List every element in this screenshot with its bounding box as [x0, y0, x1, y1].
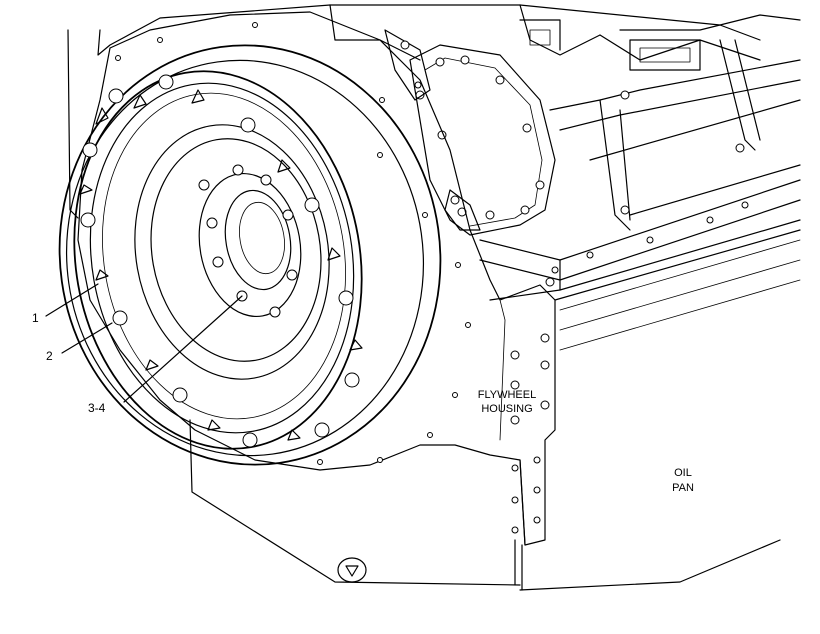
- engine-block: [67, 4, 801, 351]
- callout-3-4: 3-4: [88, 401, 106, 415]
- callout-1: 1: [32, 311, 39, 325]
- flywheel-hub-bolts: [198, 164, 298, 318]
- flywheel-rim-bolts: [79, 74, 363, 448]
- leader-1: [45, 283, 99, 317]
- flywheel-housing-label-line2: HOUSING: [481, 403, 532, 415]
- flywheel-housing-label-line1: FLYWHEEL: [478, 389, 536, 401]
- flywheel-housing: [77, 11, 556, 546]
- leader-3-4: [123, 295, 243, 403]
- oil-pan-label-line1: OIL: [674, 467, 692, 479]
- timing-cover: [384, 29, 556, 236]
- oil-pan-label-line2: PAN: [672, 482, 694, 494]
- callout-2: 2: [46, 349, 53, 363]
- oil-pan: [189, 419, 781, 591]
- flywheel-assembly: [58, 44, 442, 466]
- leader-2: [61, 322, 113, 354]
- callout-leaders: [45, 283, 243, 403]
